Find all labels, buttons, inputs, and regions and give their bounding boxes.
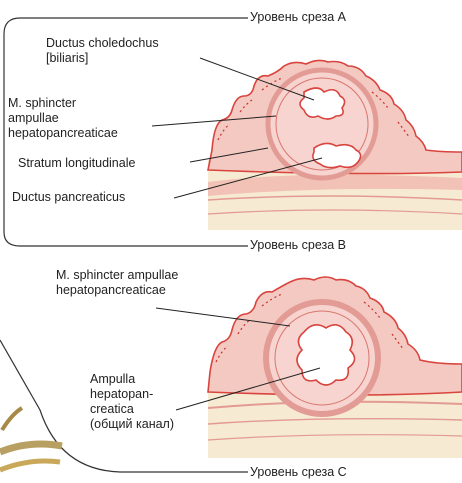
sphincter-b-label: M. sphincter ampullae hepatopancreaticae bbox=[56, 268, 178, 298]
ampulla-line1: Ampulla bbox=[90, 372, 174, 387]
ductus-choledochus-line2: [biliaris] bbox=[46, 51, 159, 66]
level-c-label: Уровень среза С bbox=[250, 465, 347, 480]
ductus-choledochus-line1: Ductus choledochus bbox=[46, 36, 159, 51]
section-a-tissue bbox=[208, 60, 462, 230]
sphincter-a-line2: ampullae bbox=[8, 111, 118, 126]
level-b-label: Уровень среза В bbox=[250, 238, 346, 253]
duodenum-fragment-graphic bbox=[0, 408, 62, 470]
ductus-choledochus-label: Ductus choledochus [biliaris] bbox=[46, 36, 159, 66]
sphincter-a-label: M. sphincter ampullae hepatopancreaticae bbox=[8, 96, 118, 141]
ductus-pancreaticus-label: Ductus pancreaticus bbox=[12, 190, 125, 205]
sphincter-a-line1: M. sphincter bbox=[8, 96, 118, 111]
ampulla-line3: creatica bbox=[90, 402, 174, 417]
stratum-longitudinale-label: Stratum longitudinale bbox=[18, 156, 135, 171]
ampulla-lumen bbox=[297, 325, 355, 385]
choledochus-lumen bbox=[300, 88, 345, 119]
ampulla-label: Ampulla hepatopan- creatica (общий канал… bbox=[90, 372, 174, 432]
sphincter-b-line2: hepatopancreaticae bbox=[56, 283, 178, 298]
ampulla-line4: (общий канал) bbox=[90, 417, 174, 432]
sphincter-a-line3: hepatopancreaticae bbox=[8, 126, 118, 141]
pancreaticus-lumen bbox=[313, 143, 361, 167]
ampulla-line2: hepatopan- bbox=[90, 387, 174, 402]
section-b-tissue bbox=[208, 277, 462, 458]
sphincter-b-line1: M. sphincter ampullae bbox=[56, 268, 178, 283]
level-a-label: Уровень среза А bbox=[250, 10, 346, 25]
